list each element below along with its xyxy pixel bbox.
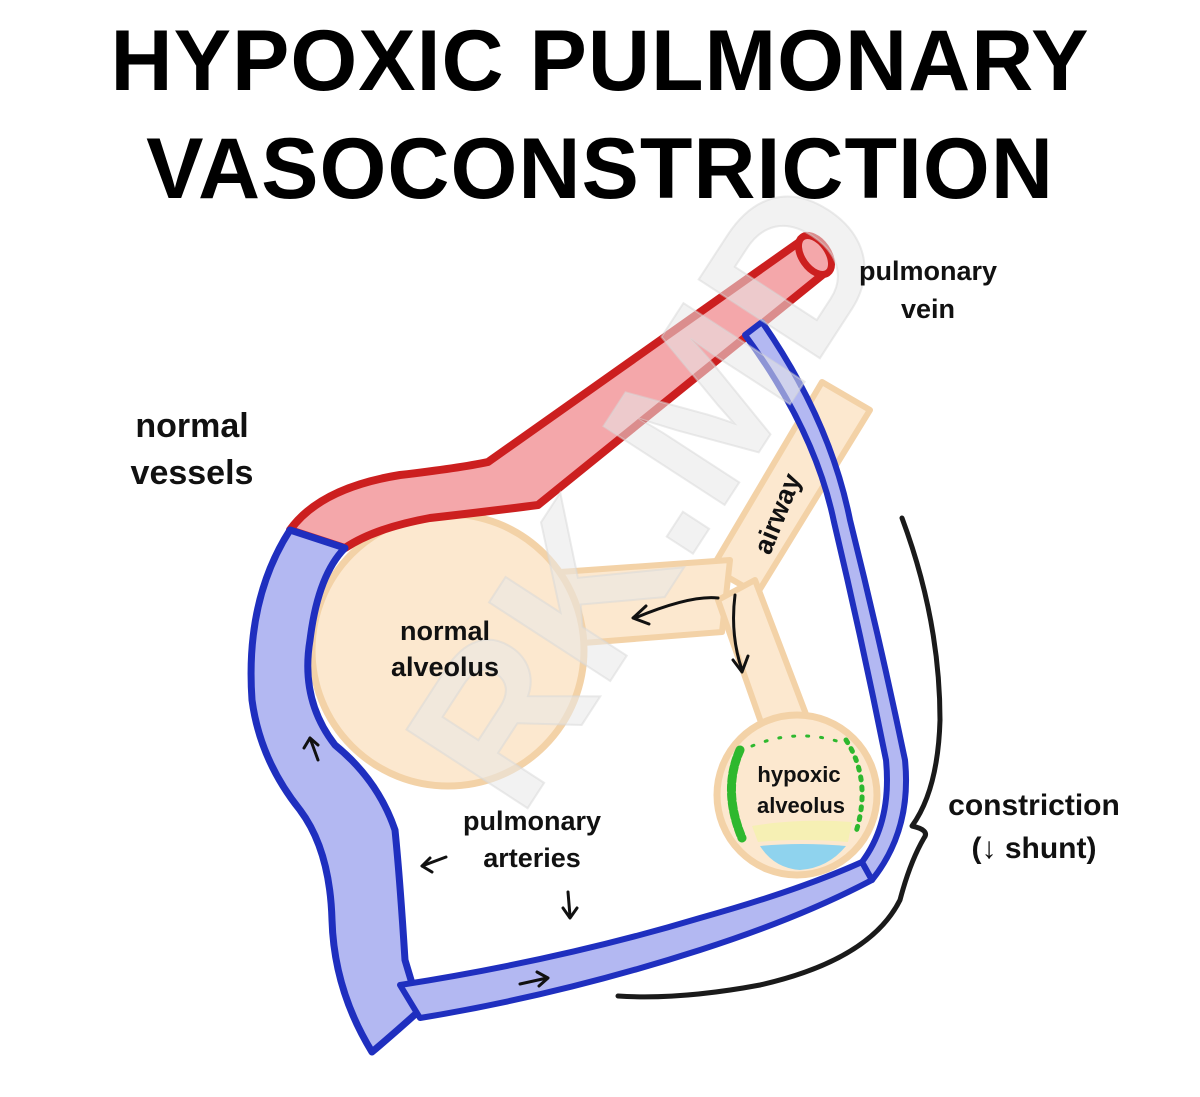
pulmonary-vein-label-1: pulmonary	[859, 256, 997, 286]
normal-vessels-label-1: normal	[135, 407, 248, 445]
artery-arrow-left	[420, 855, 448, 868]
artery-arrow-left-head	[420, 856, 434, 874]
airway-arrow-normal	[633, 596, 720, 620]
pulmonary-arteries	[247, 319, 910, 1056]
title-line-2: VASOCONSTRICTION	[146, 121, 1054, 217]
airway-arrow-normal-head	[631, 604, 651, 626]
artery-arrow-up-head	[302, 736, 320, 750]
normal-alveolus-label-1: normal	[400, 616, 490, 646]
pulmonary-arteries-label-2: arteries	[483, 843, 581, 873]
artery-arrow-right	[518, 976, 549, 986]
hypoxic-fluid-blue	[760, 844, 846, 870]
constriction-bracket	[615, 515, 943, 1000]
constriction-label-2: (↓ shunt)	[972, 832, 1097, 865]
airway-tree	[308, 379, 881, 879]
hypoxic-alveolus-label-1: hypoxic	[757, 762, 840, 787]
hypoxic-alveolus-label-2: alveolus	[757, 793, 845, 818]
normal-artery	[247, 526, 424, 1056]
airway-arrow-hypoxic	[732, 593, 744, 672]
artery-arrow-down	[566, 890, 572, 918]
hypoxic-lining-right	[843, 737, 865, 835]
hypoxic-fluid-yellow	[752, 820, 852, 842]
title-line-1: HYPOXIC PULMONARY	[110, 13, 1090, 109]
pulmonary-vein-end	[794, 231, 836, 279]
normal-alveolus-label-2: alveolus	[391, 652, 499, 682]
artery-arrow-down-head	[561, 906, 579, 920]
hypoxic-lining-left	[727, 745, 747, 843]
pulmonary-vein-label-2: vein	[901, 294, 955, 324]
flow-arrows	[302, 593, 750, 988]
airway-arrow-hypoxic-head	[731, 654, 750, 674]
artery-arrow-right-head	[535, 970, 550, 988]
constriction-label-1: constriction	[948, 789, 1120, 822]
normal-vessels-label-2: vessels	[131, 454, 254, 492]
constricted-artery	[742, 319, 910, 883]
hypoxic-lining-top	[750, 734, 842, 748]
pulmonary-vein	[286, 231, 836, 552]
artery-arrow-up	[308, 736, 320, 762]
pulmonary-arteries-label-1: pulmonary	[463, 806, 601, 836]
